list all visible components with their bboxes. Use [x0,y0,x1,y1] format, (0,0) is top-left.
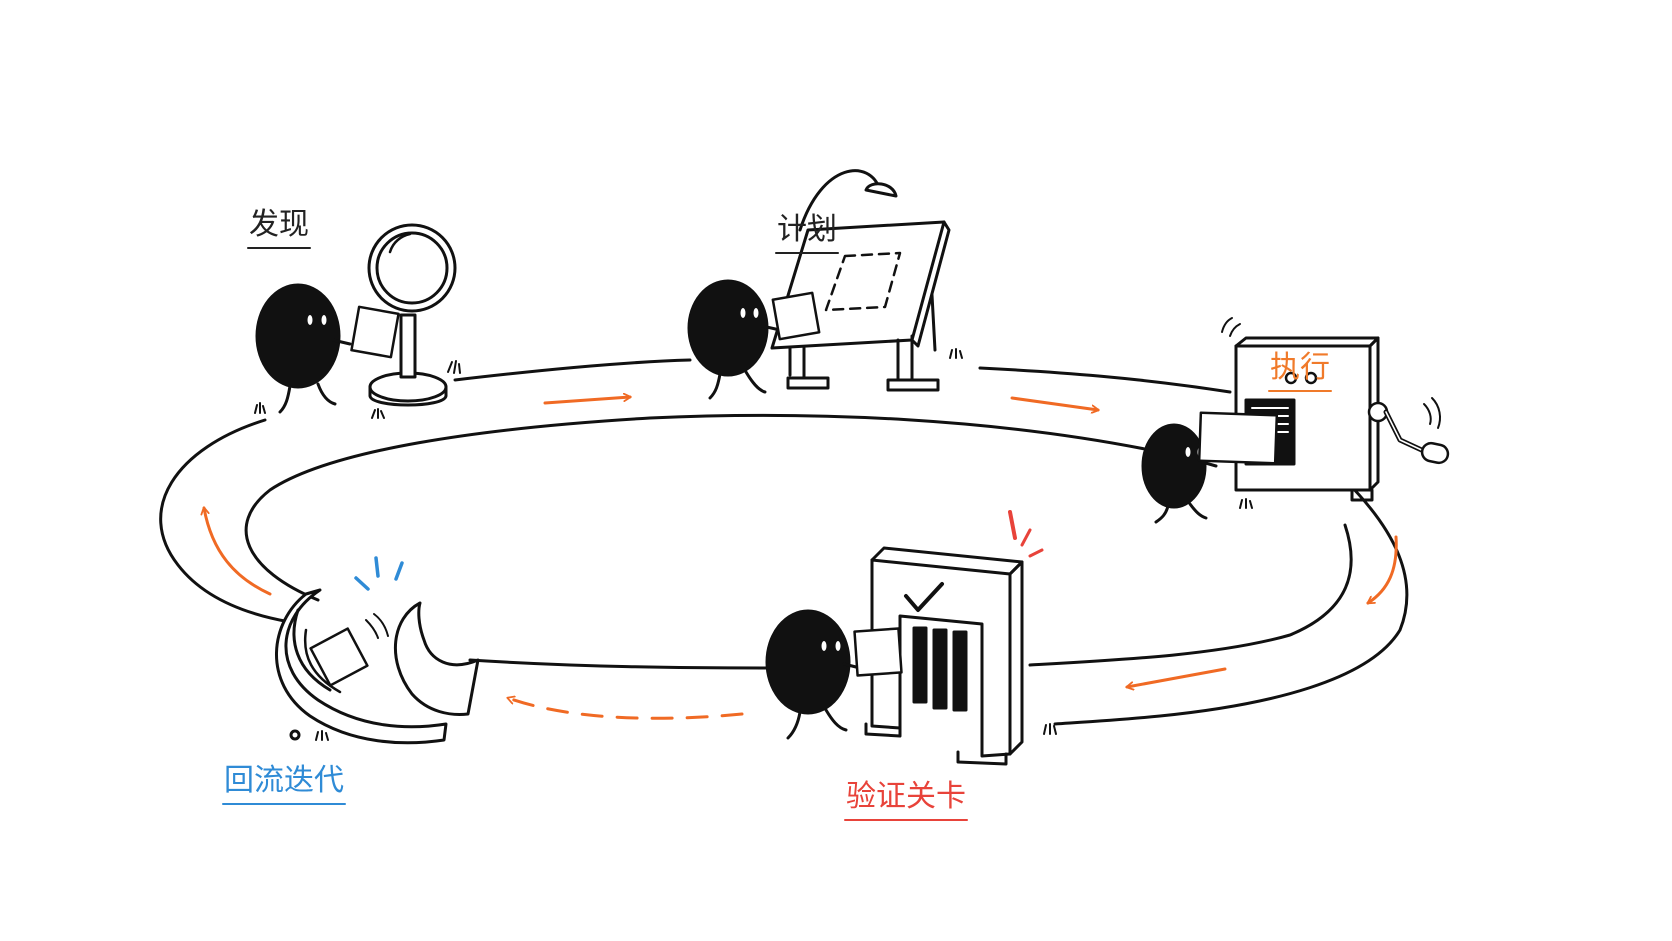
return-chute-icon [275,588,480,745]
feedback-marks [354,556,404,591]
stage-label-text: 回流迭代 [224,763,344,798]
character-discover [255,283,400,414]
alert-marks [1008,510,1044,558]
arrow-discover-to-plan [543,397,630,405]
checkpoint-gate-icon [864,546,1057,766]
crank-machine-icon [1221,317,1450,509]
label-underline [775,252,839,254]
arrow-plan-to-execute [1010,396,1098,410]
stage-label-plan: 计划 [775,212,839,254]
drafting-table-icon [770,169,963,392]
arrow-verify-back [1127,667,1227,687]
stage-label-text: 发现 [249,207,309,242]
arrow-iterate-to-discover [204,508,272,596]
stage-label-discover: 发现 [247,207,311,249]
flow-arrows [204,396,1398,720]
arrow-verify-to-iterate-dashed [508,698,744,720]
grass-tufts-discover [254,402,385,419]
stage-label-iterate: 回流迭代 [222,763,346,805]
stage-label-text: 执行 [1270,350,1330,385]
stage-label-verify: 验证关卡 [844,779,968,821]
ring-track [159,358,1409,726]
arrow-execute-to-verify [1368,535,1398,605]
stage-label-text: 计划 [777,212,837,247]
magnifier-icon [367,223,461,407]
label-underline [222,803,346,805]
label-underline [247,247,311,249]
stage-label-execute: 执行 [1268,350,1332,392]
stage-label-text: 验证关卡 [846,779,966,814]
character-verify [765,609,903,740]
label-underline [844,819,968,821]
label-underline [1268,390,1332,392]
character-plan [687,279,821,400]
character-execute [1141,411,1279,524]
